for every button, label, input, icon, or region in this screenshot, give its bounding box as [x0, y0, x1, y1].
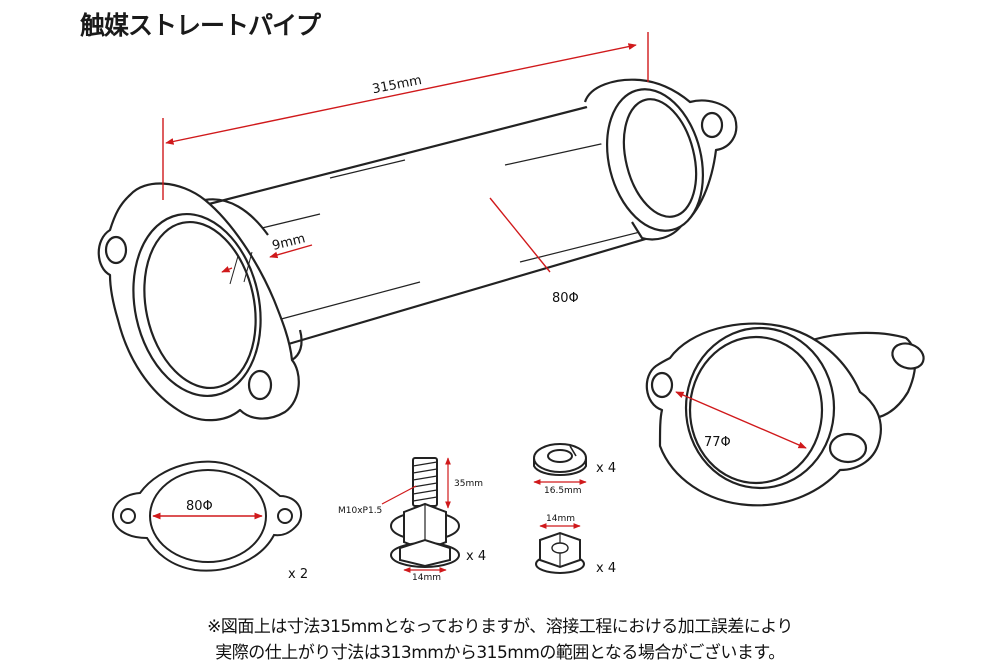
front-flange-opening — [132, 212, 262, 398]
flange-nut — [535, 531, 585, 574]
bolt-length-label: 35mm — [454, 479, 483, 489]
outlet-flange — [645, 322, 925, 507]
front-flange-bolt-hole-bottom — [247, 369, 273, 401]
nut-width-label: 14mm — [546, 514, 575, 524]
bolt-quantity: x 4 — [466, 549, 486, 564]
outlet-diameter-label: 77Φ — [704, 435, 731, 450]
outlet-flange-bolt-hole-right — [828, 432, 868, 464]
washer-quantity: x 4 — [596, 461, 616, 476]
bolt-head-width-label: 14mm — [412, 573, 441, 583]
length-dimension-line — [165, 43, 637, 145]
rear-flange-bolt-hole — [700, 111, 724, 139]
gasket-opening — [149, 469, 267, 563]
gasket-bolt-hole-left — [120, 508, 136, 524]
flange-bolt — [390, 457, 460, 568]
bolt-thread-label: M10xP1.5 — [338, 506, 382, 516]
length-label: 315mm — [371, 73, 423, 97]
gasket-quantity: x 2 — [288, 567, 308, 582]
front-flange-bolt-hole-top — [104, 235, 128, 265]
straight-pipe — [97, 78, 738, 422]
gasket-diameter-label: 80Φ — [186, 499, 213, 514]
diameter-leader-line — [489, 197, 551, 273]
pipe-diameter-label: 80Φ — [552, 291, 579, 306]
outlet-flange-bolt-hole-left — [650, 371, 674, 399]
washer-width-label: 16.5mm — [544, 486, 582, 496]
front-flange — [97, 182, 303, 422]
nut-quantity: x 4 — [596, 561, 616, 576]
note-line-2: 実際の仕上がり寸法は313mmから315mmの範囲となる場合がございます。 — [215, 643, 785, 663]
pipe-dimensions — [162, 32, 649, 285]
spring-washer — [533, 443, 587, 476]
page-title: 触媒ストレートパイプ — [80, 11, 321, 40]
note-line-1: ※図面上は寸法315mmとなっておりますが、溶接工程における加工誤差により — [207, 617, 793, 637]
thickness-dimension-line — [269, 244, 313, 259]
gasket-bolt-hole-right — [277, 508, 293, 524]
